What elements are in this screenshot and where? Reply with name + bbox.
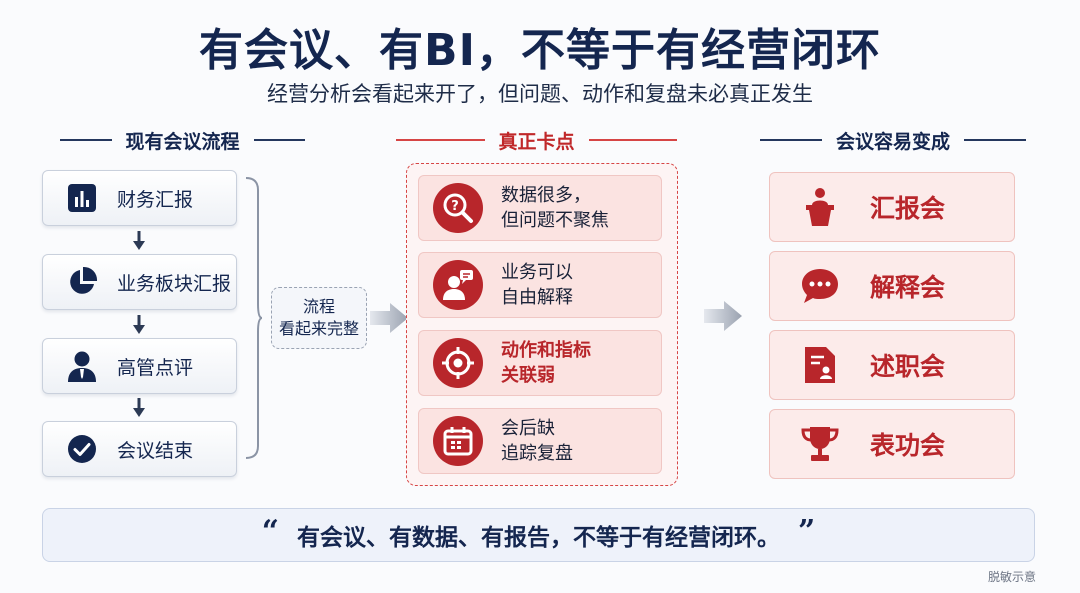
quote-banner: “ 有会议、有数据、有报告，不等于有经营闭环。 ” [42,508,1035,562]
step-finance-report: 财务汇报 [42,170,237,226]
outcome-card: 述职会 [769,330,1015,400]
right-arrow-icon [704,301,742,331]
step-label: 高管点评 [117,356,194,379]
bottleneck-card: 业务可以 自由解释 [418,252,662,318]
step-meeting-end: 会议结束 [42,421,237,477]
brace-bracket [245,177,263,459]
speaker-icon [433,260,483,310]
bottleneck-line2: 追踪复盘 [501,443,573,464]
step-label: 业务板块汇报 [117,272,232,295]
left-section-header: 现有会议流程 [60,127,306,153]
down-arrow-icon [133,231,145,250]
bottleneck-line1: 业务可以 [501,262,573,283]
open-quote-mark: “ [261,513,279,549]
bottleneck-card: ? 数据很多， 但问题不聚焦 [418,175,662,241]
outcome-card: 汇报会 [769,172,1015,242]
bottleneck-line2: 自由解释 [501,287,573,308]
page-title: 有会议、有BI，不等于有经营闭环 [199,25,881,76]
bottleneck-line2: 但问题不聚焦 [501,210,609,231]
step-label: 财务汇报 [117,188,194,211]
footnote: 脱敏示意 [987,570,1036,584]
middle-section-header: 真正卡点 [396,127,678,153]
bottleneck-line2: 关联弱 [501,365,555,386]
target-icon [433,338,483,388]
bottleneck-card: 动作和指标 关联弱 [418,330,662,396]
outcome-card: 解释会 [769,251,1015,321]
bottleneck-text: 会后缺 追踪复盘 [501,416,573,466]
flow-note-line2: 看起来完整 [278,319,359,338]
chat-bubble-icon [798,264,842,308]
flow-note-box: 流程 看起来完整 [271,287,367,349]
down-arrow-icon [133,315,145,334]
outcome-card: 表功会 [769,409,1015,479]
bottleneck-text: 数据很多， 但问题不聚焦 [501,183,609,233]
outcome-label: 解释会 [870,273,946,302]
executive-icon [65,349,99,383]
document-icon [798,343,842,387]
flow-note-line1: 流程 [302,297,335,316]
calendar-icon [433,416,483,466]
svg-text:?: ? [451,199,459,214]
trophy-icon [798,422,842,466]
right-heading: 会议容易变成 [836,130,951,153]
bottleneck-line1: 动作和指标 [501,340,591,361]
outcome-label: 表功会 [870,431,946,460]
bottleneck-text: 业务可以 自由解释 [501,260,573,310]
page-subtitle: 经营分析会看起来开了，但问题、动作和复盘未必真正发生 [267,82,813,106]
bottleneck-text: 动作和指标 关联弱 [501,338,591,388]
quote-text: 有会议、有数据、有报告，不等于有经营闭环。 [297,525,780,551]
step-executive-review: 高管点评 [42,338,237,394]
right-arrow-icon [370,303,408,333]
search-question-icon: ? [433,183,483,233]
bar-chart-icon [65,181,99,215]
middle-heading: 真正卡点 [498,130,575,153]
close-quote-mark: ” [798,513,816,549]
outcome-label: 述职会 [870,352,946,381]
bottleneck-card: 会后缺 追踪复盘 [418,408,662,474]
outcome-label: 汇报会 [870,194,946,223]
check-circle-icon [65,432,99,466]
pie-chart-icon [65,265,99,299]
bottleneck-line1: 会后缺 [501,418,555,439]
podium-icon [798,185,842,229]
left-heading: 现有会议流程 [125,130,240,153]
step-business-report: 业务板块汇报 [42,254,237,310]
step-label: 会议结束 [117,439,194,462]
right-section-header: 会议容易变成 [760,127,1027,153]
bottleneck-line1: 数据很多， [501,185,591,206]
down-arrow-icon [133,398,145,417]
